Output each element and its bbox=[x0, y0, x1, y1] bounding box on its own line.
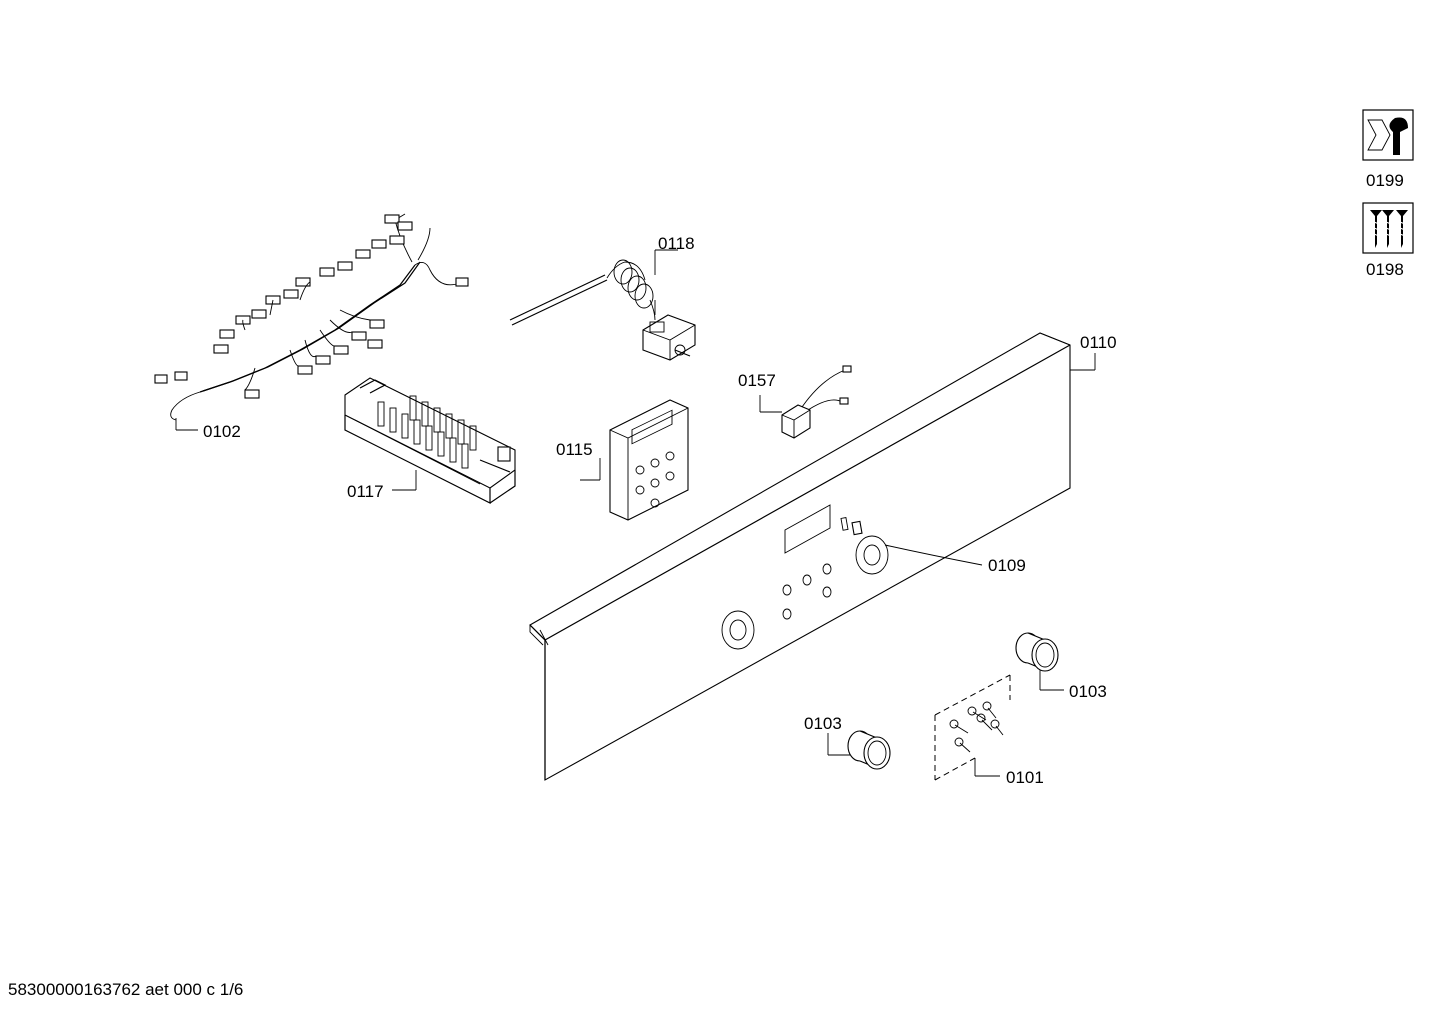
screw-set-part[interactable] bbox=[934, 674, 1011, 781]
label-0110: 0110 bbox=[1080, 333, 1117, 352]
selector-switch-part[interactable] bbox=[344, 377, 516, 504]
label-0157: 0157 bbox=[738, 371, 776, 390]
document-reference: 58300000163762 aet 000 c 1/6 bbox=[8, 980, 244, 999]
label-0115: 0115 bbox=[556, 440, 593, 459]
label-0103-left: 0103 bbox=[804, 714, 842, 733]
wiring-harness-part[interactable] bbox=[154, 213, 469, 431]
label-0103-right: 0103 bbox=[1069, 682, 1107, 701]
legend-0198: 0198 bbox=[1366, 260, 1404, 279]
tools-icon[interactable] bbox=[1362, 109, 1414, 161]
label-0117: 0117 bbox=[347, 482, 384, 501]
label-0101: 0101 bbox=[1006, 768, 1044, 787]
label-0102: 0102 bbox=[203, 422, 241, 441]
control-panel-part[interactable] bbox=[529, 332, 1096, 781]
screws-icon[interactable] bbox=[1362, 202, 1414, 254]
leader-0109 bbox=[884, 544, 983, 566]
lamp-holder-part[interactable] bbox=[759, 365, 852, 439]
electronic-module-part[interactable] bbox=[580, 399, 689, 521]
legend-0199: 0199 bbox=[1366, 171, 1404, 190]
thermostat-part[interactable] bbox=[509, 249, 696, 361]
control-knob-right-part[interactable] bbox=[1015, 632, 1064, 691]
label-0118: 0118 bbox=[658, 234, 695, 253]
label-0109: 0109 bbox=[988, 556, 1026, 575]
control-knob-left-part[interactable] bbox=[827, 730, 891, 770]
